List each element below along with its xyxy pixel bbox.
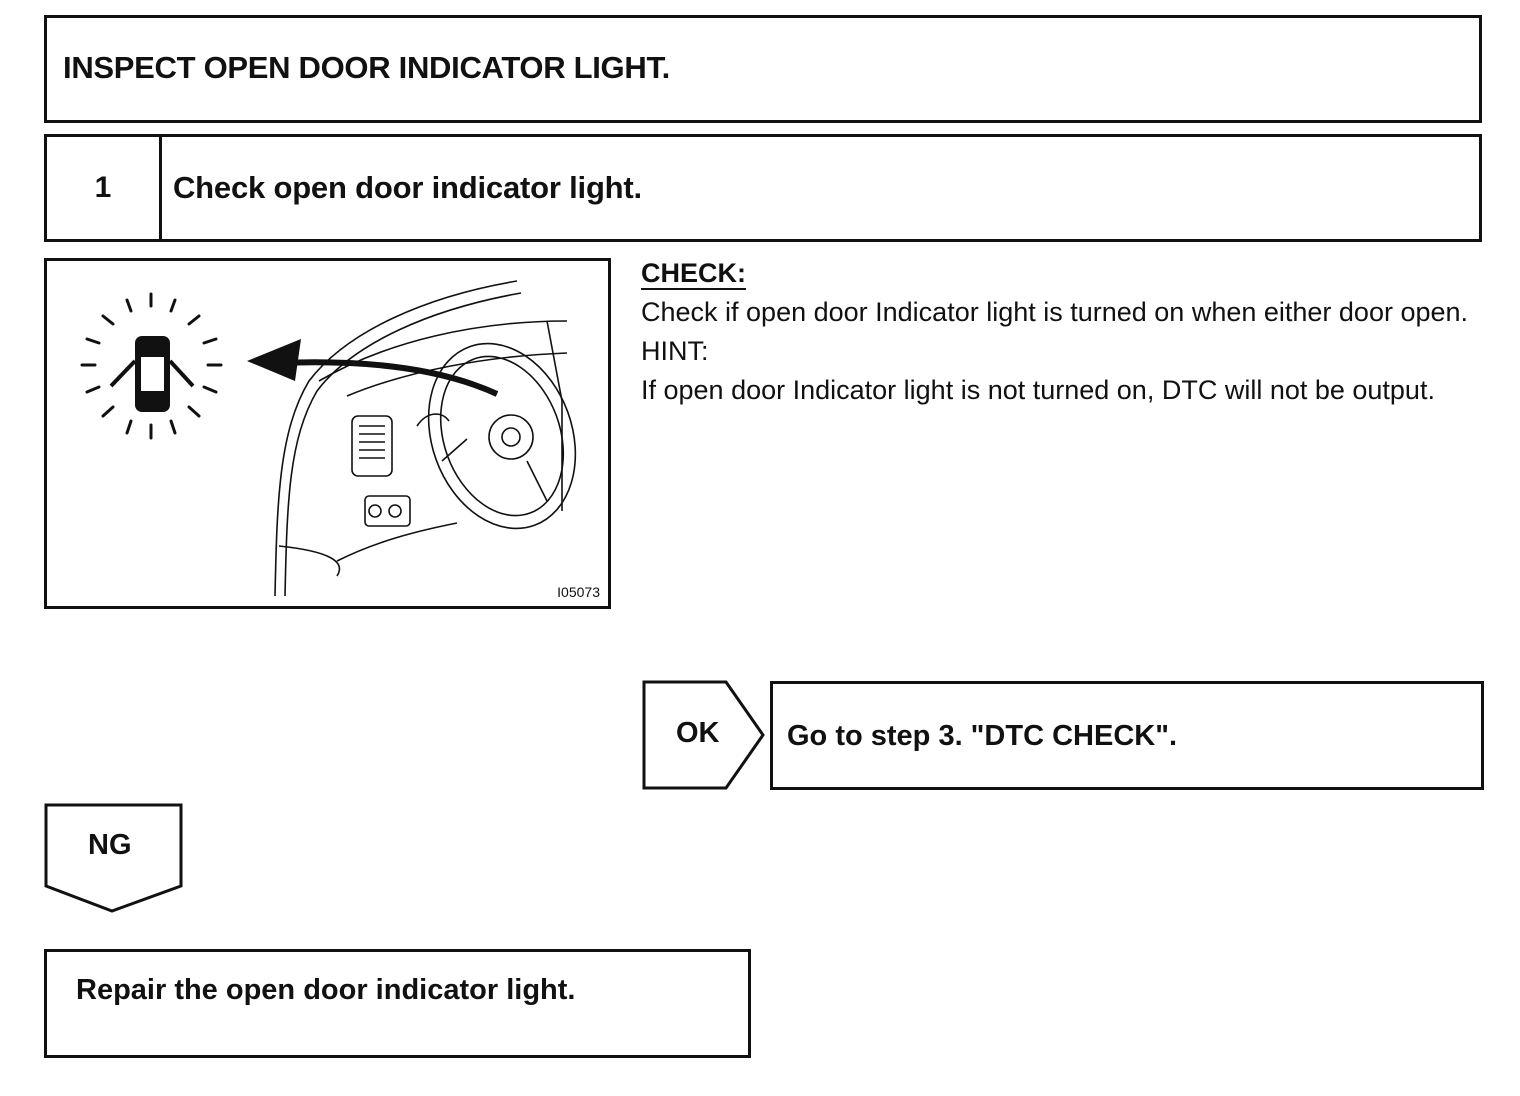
step-label: Check open door indicator light.	[173, 170, 642, 205]
dashboard-illustration	[80, 280, 577, 597]
check-instructions: CHECK: Check if open door Indicator ligh…	[641, 254, 1491, 410]
hint-heading: HINT:	[641, 336, 709, 366]
step-header: 1 Check open door indicator light.	[44, 134, 1482, 242]
step-number: 1	[47, 137, 162, 239]
ng-action: Repair the open door indicator light.	[76, 974, 576, 1006]
figure-code: I05073	[557, 584, 600, 600]
procedure-title: INSPECT OPEN DOOR INDICATOR LIGHT.	[63, 50, 670, 85]
ok-action-box: Go to step 3. "DTC CHECK".	[770, 681, 1484, 790]
ok-action: Go to step 3. "DTC CHECK".	[787, 720, 1178, 752]
light-rays-icon	[80, 292, 223, 440]
procedure-title-box: INSPECT OPEN DOOR INDICATOR LIGHT.	[44, 15, 1482, 123]
ng-label: NG	[88, 829, 132, 861]
check-text: Check if open door Indicator light is tu…	[641, 297, 1469, 327]
hint-text: If open door Indicator light is not turn…	[641, 375, 1435, 405]
check-heading: CHECK:	[641, 258, 746, 288]
ng-action-box: Repair the open door indicator light.	[44, 949, 751, 1058]
illustration-figure: I05073	[44, 258, 611, 609]
car-door-open-indicator-icon	[109, 336, 195, 412]
ok-result-tag	[642, 680, 765, 790]
arrow-icon	[247, 339, 499, 397]
dashboard-drawing	[274, 280, 577, 597]
ok-label: OK	[676, 717, 720, 749]
ng-result-tag	[44, 803, 183, 913]
